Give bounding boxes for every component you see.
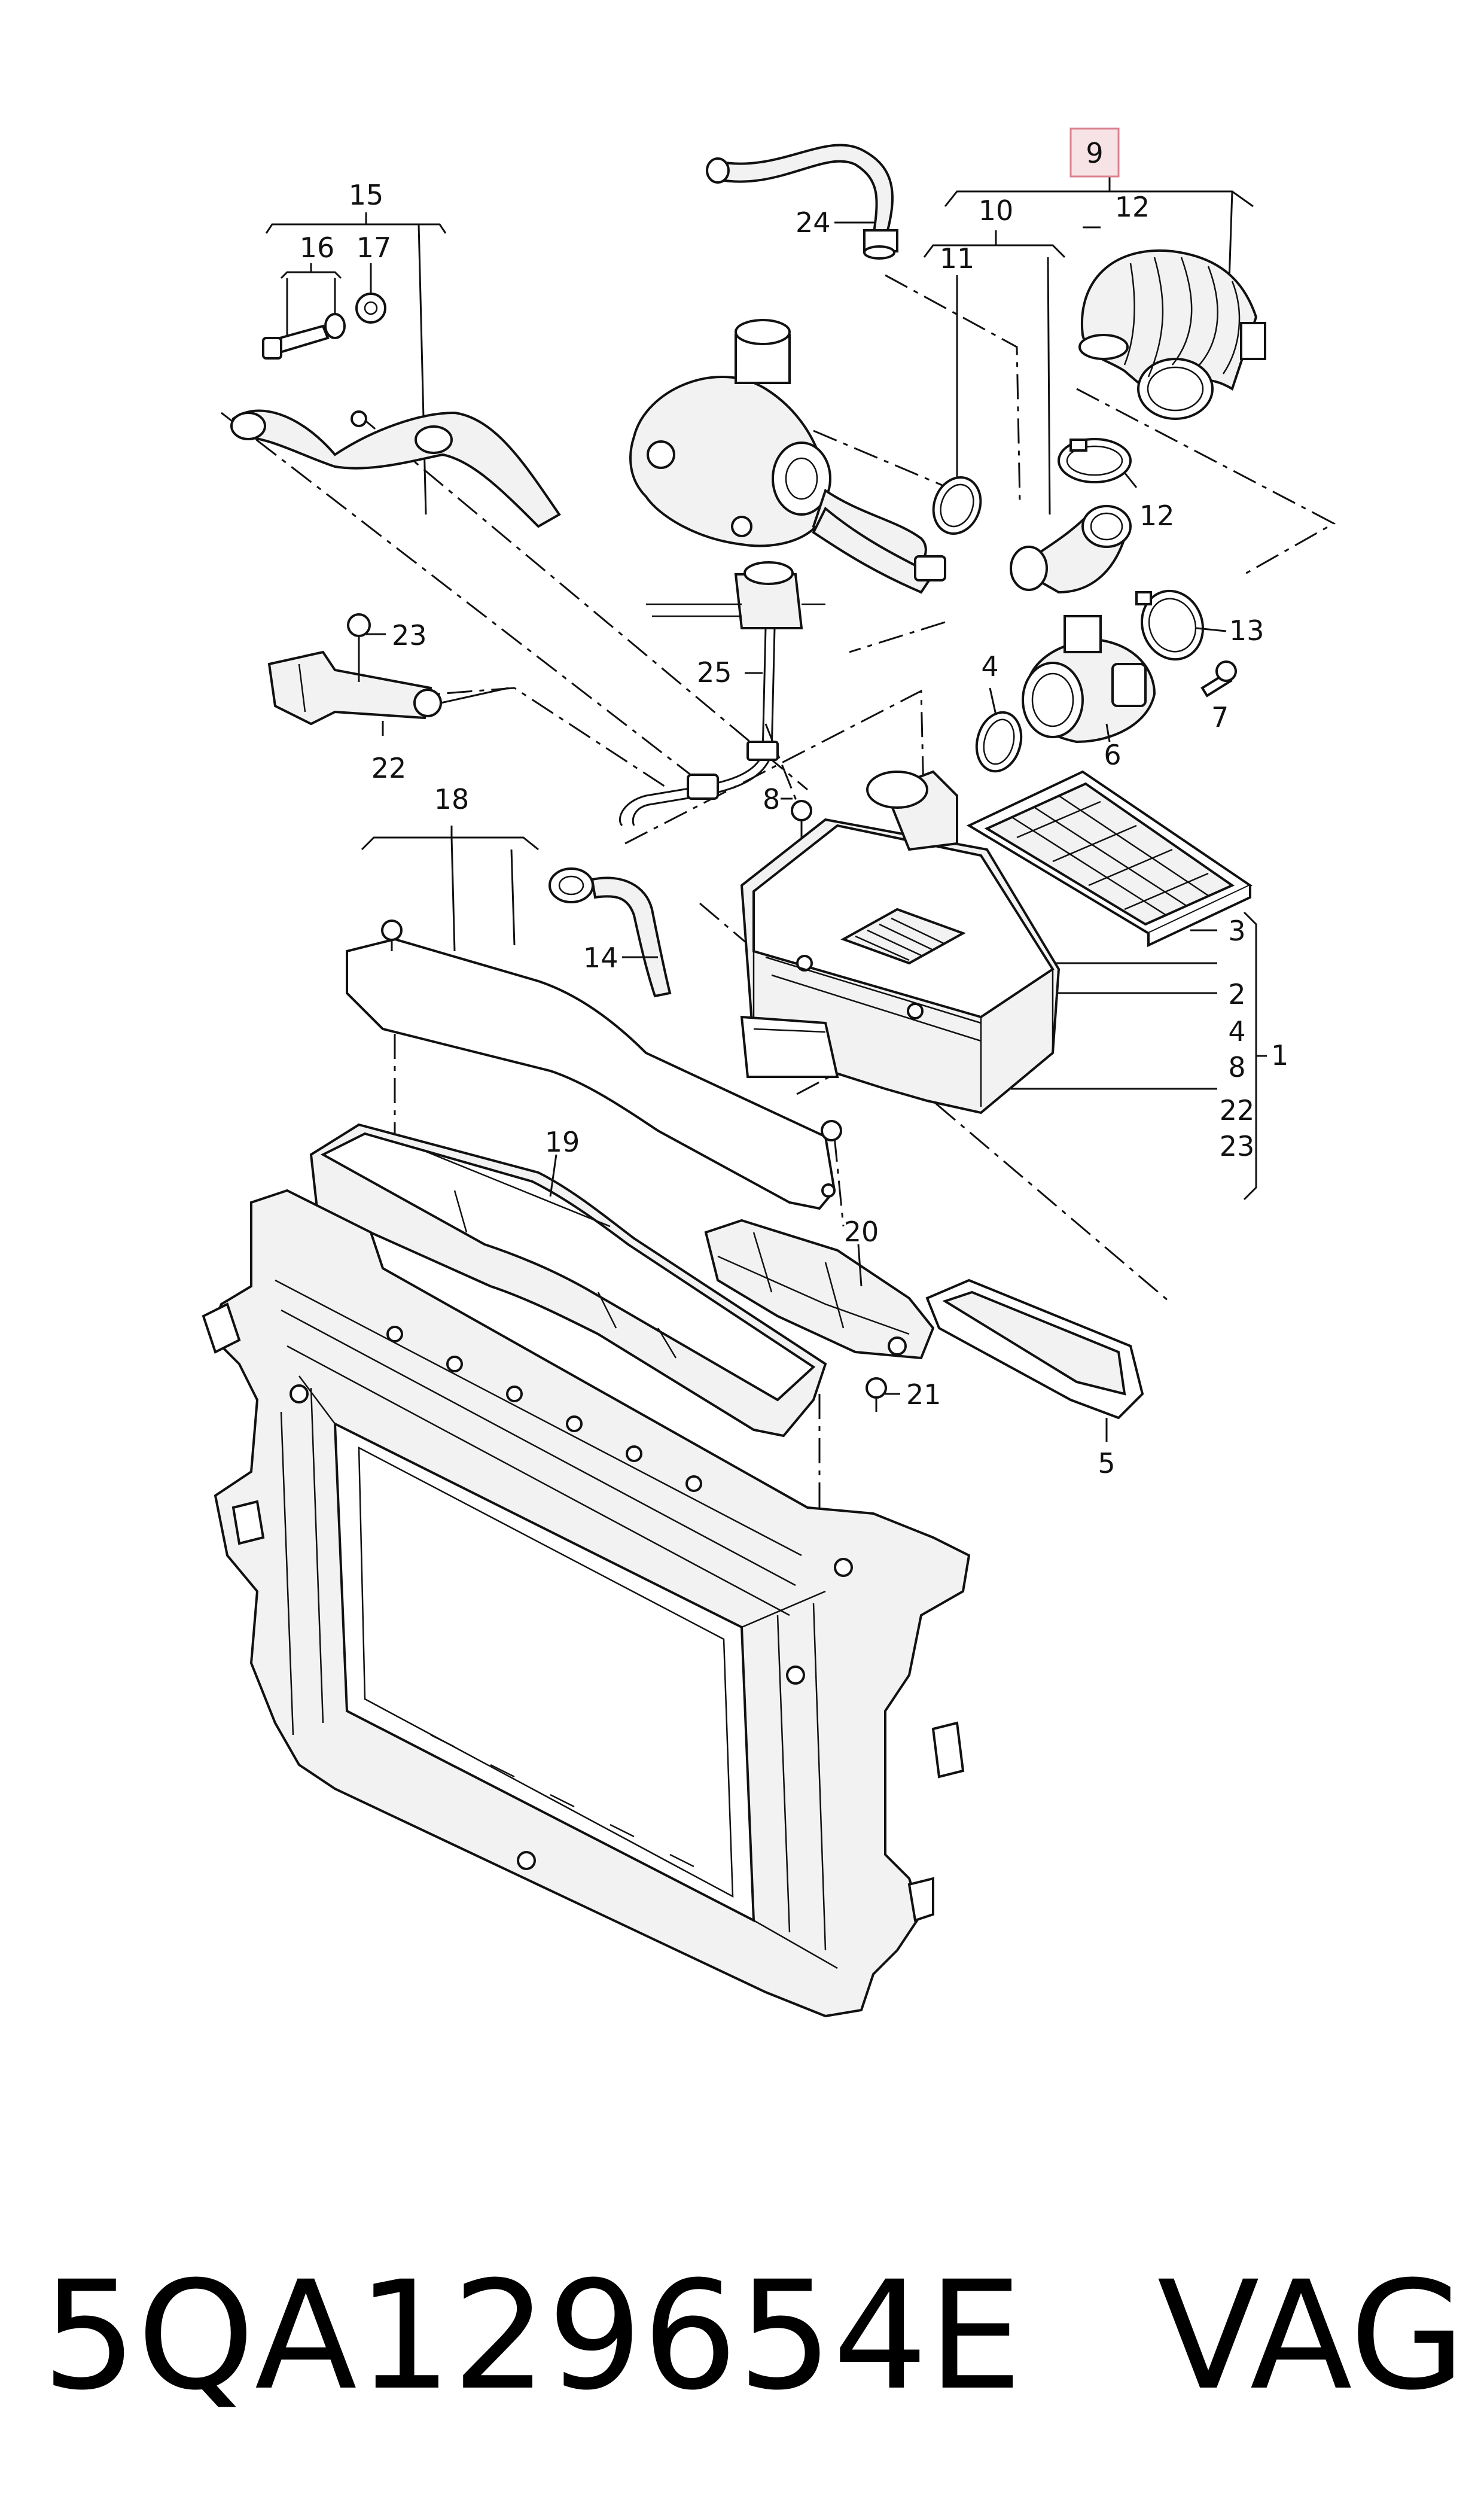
air-mass-meter-6 — [1022, 615, 1156, 744]
bracket-18 — [361, 826, 539, 952]
label-21: 21 — [906, 1378, 941, 1411]
bolt-7 — [1200, 660, 1237, 698]
label-2: 2 — [1228, 978, 1245, 1010]
bracket-22 — [267, 613, 509, 736]
o-ring-11 — [932, 476, 982, 535]
nut-17 — [355, 293, 386, 324]
label-15: 15 — [349, 179, 384, 211]
label-11: 11 — [940, 242, 975, 275]
label-1: 1 — [1271, 1039, 1288, 1071]
label-13: 13 — [1229, 614, 1264, 647]
bolt-21 — [866, 1377, 887, 1412]
label-14: 14 — [583, 942, 618, 974]
label-3: 3 — [1228, 915, 1245, 947]
label-9: 9 — [1086, 137, 1103, 169]
intake-snorkel-5 — [925, 1278, 1144, 1442]
label-6: 6 — [1104, 739, 1121, 771]
label-24: 24 — [796, 206, 831, 239]
callout-labels: 9 15 16 17 24 10 11 12 12 13 7 6 4 23 25… — [300, 137, 1289, 1479]
bolt-16 — [262, 313, 346, 360]
label-5: 5 — [1098, 1447, 1115, 1479]
label-8-right: 8 — [1228, 1051, 1245, 1083]
highlight-box — [1069, 127, 1120, 178]
brand-name: VAG — [1157, 2249, 1465, 2423]
footer: 5QA129654E VAG — [42, 2237, 1465, 2435]
label-17: 17 — [356, 232, 392, 264]
breather-hose-24 — [706, 144, 898, 260]
label-12-clamp: 12 — [1139, 500, 1175, 532]
part-number: 5QA129654E — [42, 2249, 1023, 2423]
air-duct-19 — [309, 1123, 827, 1438]
air-filter-housing-1 — [740, 770, 1061, 1115]
label-20: 20 — [844, 1216, 879, 1248]
label-12-top: 12 — [1115, 191, 1150, 223]
label-10: 10 — [979, 194, 1014, 227]
label-7: 7 — [1211, 701, 1229, 733]
label-19: 19 — [545, 1126, 580, 1158]
label-22-top: 22 — [371, 752, 407, 784]
charge-hose-15 — [230, 409, 561, 528]
bracket-15 — [265, 212, 447, 515]
clamp-13 — [1135, 589, 1205, 661]
label-16: 16 — [300, 232, 335, 264]
label-18: 18 — [434, 783, 470, 815]
vacuum-line-25 — [618, 561, 825, 827]
lock-carrier-frame — [202, 1189, 971, 2018]
label-4-top: 4 — [981, 650, 998, 683]
bracket-10-12 — [837, 176, 1254, 515]
label-23-top: 23 — [392, 619, 427, 651]
label-23-right: 23 — [1220, 1130, 1255, 1162]
label-25: 25 — [697, 656, 732, 689]
label-4-right: 4 — [1228, 1015, 1245, 1048]
label-8-top: 8 — [763, 783, 780, 815]
label-22-right: 22 — [1220, 1094, 1255, 1126]
pipe-10 — [1010, 505, 1132, 594]
cover-18 — [346, 919, 842, 1210]
hose-14 — [548, 867, 672, 998]
duct-20 — [704, 1219, 935, 1360]
o-ring-4 — [975, 711, 1023, 773]
leader-lines — [365, 221, 1227, 1395]
filter-element-3 — [966, 770, 1253, 948]
intake-hose-9 — [1078, 249, 1266, 420]
clamp-12-lower — [1058, 438, 1132, 483]
turbocharger — [629, 319, 946, 594]
